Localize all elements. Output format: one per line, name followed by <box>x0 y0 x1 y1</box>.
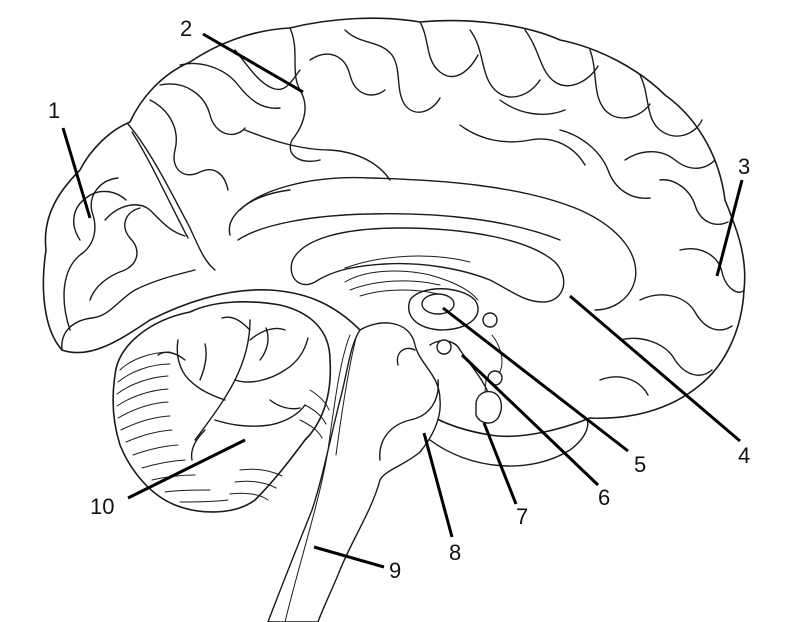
label-8: 8 <box>449 540 461 565</box>
label-5: 5 <box>634 452 646 477</box>
cerebellum <box>112 301 332 513</box>
label-6: 6 <box>598 485 610 510</box>
cortex-gyri <box>61 21 745 396</box>
cingulate-gyrus <box>239 176 637 311</box>
leader-5 <box>442 306 629 453</box>
leader-6 <box>460 353 600 487</box>
label-2: 2 <box>180 16 192 41</box>
anterior-commissure <box>482 312 498 328</box>
leader-1 <box>61 127 92 219</box>
leader-7 <box>482 422 518 505</box>
label-7: 7 <box>516 504 528 529</box>
fornix <box>344 270 479 301</box>
label-4: 4 <box>738 443 750 468</box>
pituitary-gland <box>475 390 503 424</box>
corpus-callosum <box>290 227 565 303</box>
label-10: 10 <box>90 494 114 519</box>
leader-8 <box>422 432 454 538</box>
cerebrum-outline <box>42 17 746 438</box>
label-9: 9 <box>389 558 401 583</box>
label-3: 3 <box>738 154 750 179</box>
label-1: 1 <box>48 98 60 123</box>
number-labels: 1 2 3 4 5 6 7 8 9 10 <box>48 16 750 583</box>
leader-3 <box>715 179 744 277</box>
leader-9 <box>313 545 385 569</box>
leader-10 <box>127 438 246 500</box>
leader-4 <box>569 294 741 443</box>
leader-lines <box>61 32 744 569</box>
leader-2 <box>202 32 304 94</box>
